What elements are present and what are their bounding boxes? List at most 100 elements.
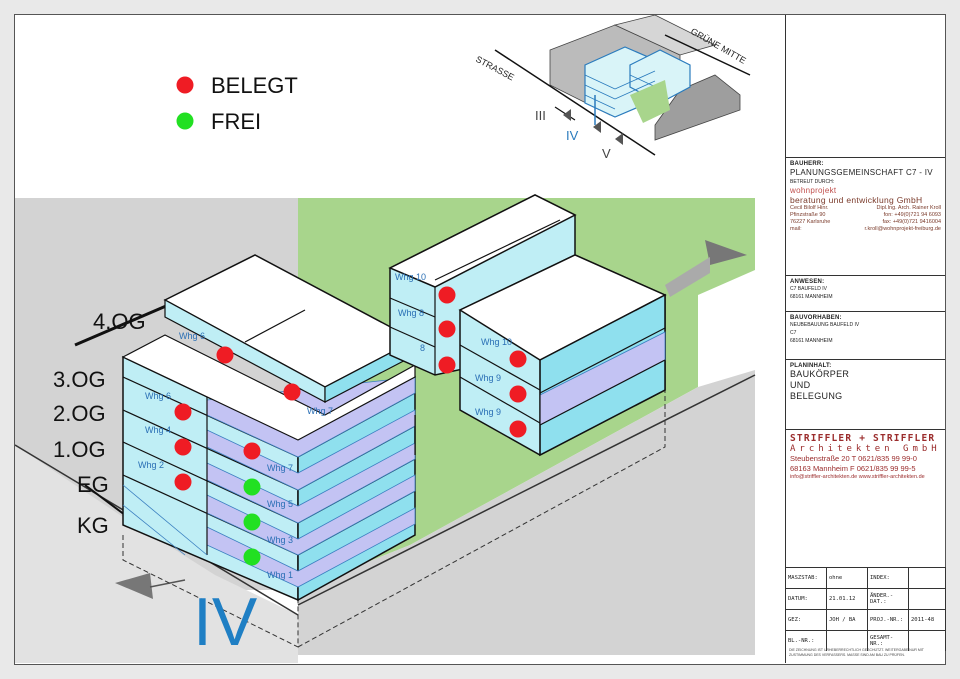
keyplan-strasse-label: STRASSE [474, 54, 516, 83]
massstab-label: MASZSTAB: [786, 567, 827, 589]
unit-label: Whg 10 [395, 272, 426, 282]
isometric-drawing: STRASSE GRÜNE MITTE III IV V 4.OG 3.OG 2… [15, 15, 756, 663]
legend-belegt-label: BELEGT [211, 73, 298, 98]
gesamt-label: GESAMT-NR.: [867, 630, 909, 651]
bauvorhaben-heading: BAUVORHABEN: [790, 315, 842, 321]
road-edge [297, 374, 756, 606]
datum-label: DATUM: [786, 588, 827, 610]
anwesen-line: 68161 MANNHEIM [790, 294, 833, 300]
street-area [298, 370, 755, 655]
datum-value: 21.01.12 [826, 588, 868, 610]
unit-status-dot [174, 403, 192, 421]
planinhalt-section: PLANINHALT: BAUKÖRPER UND BELEGUNG [786, 359, 945, 429]
bauvorhaben-line: NEUBEBAUUNG BAUFELD IV [790, 322, 860, 328]
floor-label-1og: 1.OG [53, 437, 106, 462]
keyplan-arrow-v-icon [615, 133, 623, 145]
unit-status-dots [174, 286, 527, 566]
architect-section: STRIFFLER + STRIFFLER Architekten GmbH S… [786, 429, 945, 495]
firm-subtitle: Architekten GmbH [790, 444, 941, 454]
anwesen-heading: ANWESEN: [790, 279, 825, 285]
floor-label-2og: 2.OG [53, 401, 106, 426]
firm-name: STRIFFLER + STRIFFLER [790, 433, 936, 444]
building-right [388, 194, 667, 457]
unit-status-dot [174, 473, 192, 491]
unit-status-dot [243, 478, 261, 496]
unit-status-dot [509, 420, 527, 438]
unit-label: Whg 1 [267, 570, 293, 580]
wp-architect: Dipl.Ing. Arch. Rainer Kroll [876, 205, 942, 211]
bauherr-section: BAUHERR: PLANUNGSGEMEINSCHAFT C7 - IV BE… [786, 157, 945, 275]
legend-belegt-dot [176, 76, 194, 94]
unit-status-dot [509, 350, 527, 368]
floor-label-kg: KG [77, 513, 109, 538]
index-label: INDEX: [867, 567, 909, 589]
unit-label: Whg 5 [267, 499, 293, 509]
firm-address: 68163 Mannheim F 0621/835 99 99-5 [790, 464, 916, 473]
unit-label: Whg 10 [481, 337, 512, 347]
building-section-label: IV [193, 584, 258, 660]
unit-label: Whg 9 [475, 373, 501, 383]
index-value [908, 567, 946, 589]
bl-label: BL.-NR.: [786, 630, 827, 651]
bauherr-name: PLANUNGSGEMEINSCHAFT C7 - IV [790, 168, 933, 177]
unit-label: Whg 3 [267, 535, 293, 545]
building-left [121, 254, 417, 602]
planinhalt-line: BAUKÖRPER [790, 369, 850, 379]
floor-label-4og: 4.OG [93, 309, 146, 334]
wp-city: 76227 Karlsruhe [790, 219, 831, 225]
unit-label: Whg 2 [138, 460, 164, 470]
firm-web-link[interactable]: info@striffler-architekten.de www.striff… [790, 474, 925, 480]
bauvorhaben-section: BAUVORHABEN: NEUBEBAUUNG BAUFELD IV C7 6… [786, 311, 945, 359]
section-arrow-left-icon [115, 573, 153, 599]
planinhalt-line: BELEGUNG [790, 391, 843, 401]
copyright-note: DIE ZEICHNUNG IST URHEBERRECHTLICH GESCH… [789, 648, 924, 657]
aender-label: ÄNDER.-DAT.: [867, 588, 909, 610]
legend-frei-label: FREI [211, 109, 261, 134]
unit-label: Whg 7 [307, 406, 333, 416]
wp-street: Pfinzstraße 90 [790, 212, 826, 218]
keyplan-section-v: V [602, 146, 611, 161]
keyplan-arrow-iv-icon [593, 121, 601, 133]
unit-status-dot [509, 385, 527, 403]
wp-phone: fon: +49(0)721 94 6093 [883, 212, 941, 218]
site-line-eg [84, 484, 126, 516]
proj-value: 2011-48 [908, 609, 946, 631]
wp-fax: fax: +49(0)721 9416004 [882, 219, 941, 225]
gez-value: JOH / BA [826, 609, 868, 631]
unit-status-dot [438, 320, 456, 338]
anwesen-line: C7 BAUFELD IV [790, 286, 827, 292]
unit-label: Whg 6 [145, 391, 171, 401]
floor-label-eg: EG [77, 472, 109, 497]
keyplan-arrow-iii-icon [563, 109, 571, 121]
unit-status-dot [243, 513, 261, 531]
wp-email: r.kroll@wohnprojekt-freiburg.de [864, 226, 941, 232]
massstab-value: ohne [826, 567, 868, 589]
wohnprojekt-logo: wohnprojekt [790, 186, 837, 195]
bauvorhaben-line: 68161 MANNHEIM [790, 338, 833, 344]
aender-value [908, 588, 946, 610]
unit-label: Whg 7 [267, 463, 293, 473]
unit-label: Whg 4 [145, 425, 171, 435]
unit-status-dot [174, 438, 192, 456]
unit-label: Whg 6 [179, 331, 205, 341]
unit-label: Whg 8 [398, 308, 424, 318]
anwesen-section: ANWESEN: C7 BAUFELD IV 68161 MANNHEIM [786, 275, 945, 311]
firm-address: Steubenstraße 20 T 0621/835 99 99-0 [790, 454, 917, 463]
unit-status-dot [243, 548, 261, 566]
bl-value [826, 630, 868, 651]
unit-status-dot [216, 346, 234, 364]
wp-mail-label: mail: [790, 226, 802, 232]
unit-labels: Whg 6 Whg 6 Whg 4 Whg 2 Whg 7 Whg 7 Whg … [138, 272, 512, 580]
planinhalt-line: UND [790, 380, 811, 390]
metadata-table: MASZSTAB: ohne INDEX: DATUM: 21.01.12 ÄN… [786, 567, 946, 651]
basement-outline [122, 535, 299, 648]
unit-status-dot [438, 356, 456, 374]
unit-label: 8 [420, 343, 425, 353]
gez-label: GEZ: [786, 609, 827, 631]
keyplan-section-iii: III [535, 108, 546, 123]
floor-label-3og: 3.OG [53, 367, 106, 392]
keyplan-section-iv: IV [566, 128, 579, 143]
legend-frei-dot [176, 112, 194, 130]
title-block: BAUHERR: PLANUNGSGEMEINSCHAFT C7 - IV BE… [785, 15, 946, 663]
unit-status-dot [283, 383, 301, 401]
